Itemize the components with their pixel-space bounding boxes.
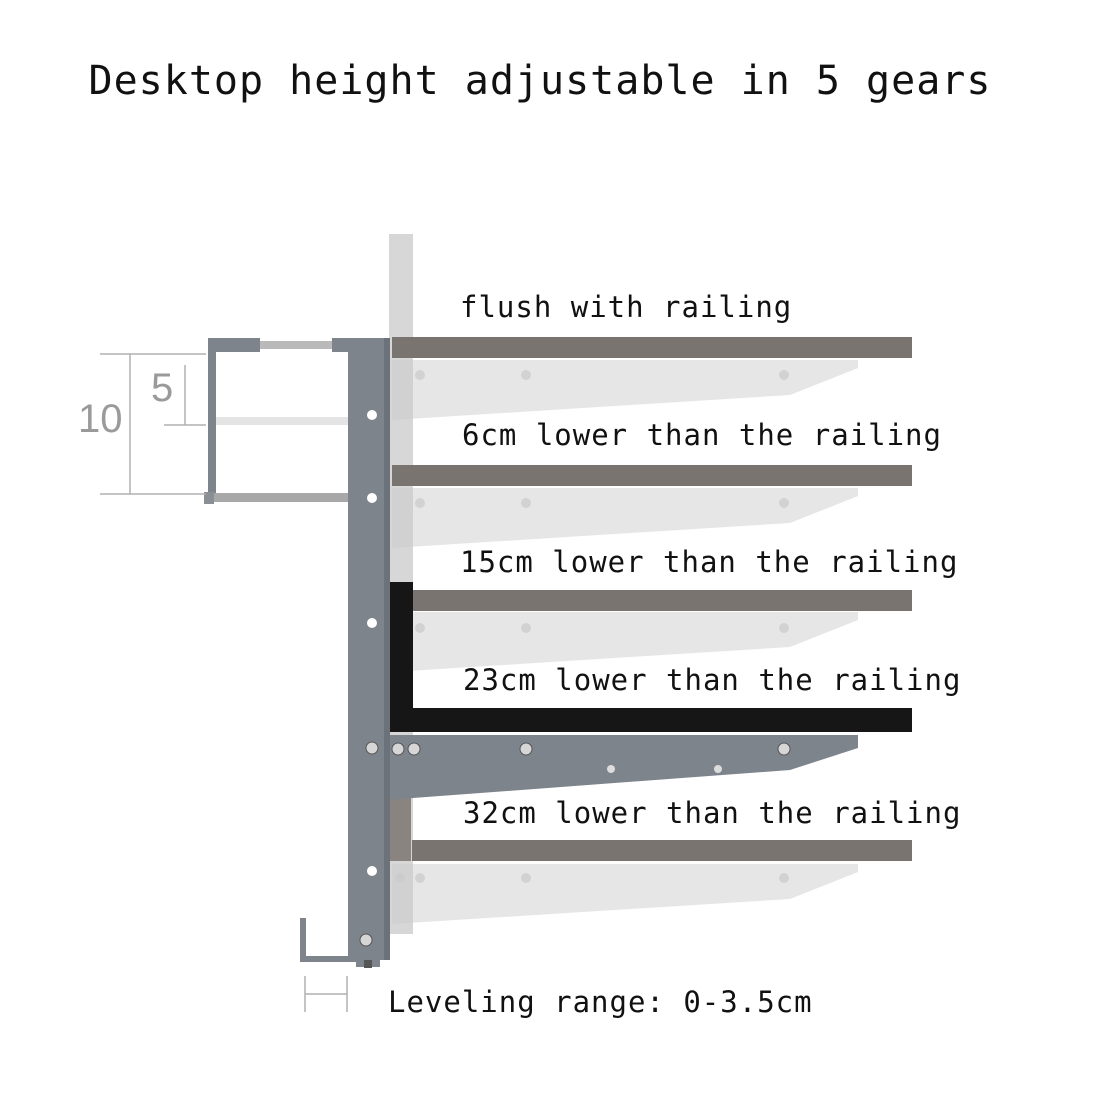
- railing-clamp: [204, 338, 350, 504]
- gray-shelves: [392, 337, 912, 861]
- leveling-range-label: Leveling range: 0-3.5cm: [388, 985, 813, 1019]
- active-bracket-screws: [391, 742, 791, 756]
- shelf-6cm: [392, 465, 912, 486]
- clamp-rod-bottom: [204, 493, 350, 502]
- ghost-support-1: [392, 360, 858, 420]
- shelf-32cm: [412, 840, 912, 861]
- dimension-10-label: 10: [78, 397, 123, 441]
- ghost-support-5: [392, 864, 858, 924]
- diagram-title: Desktop height adjustable in 5 gears: [88, 58, 992, 104]
- shelf-23cm-active: [389, 582, 912, 732]
- shelf-flush: [392, 337, 912, 358]
- clamp-rod-ghost: [216, 417, 348, 425]
- gear-label-23cm: 23cm lower than the railing: [463, 663, 962, 697]
- ghost-supports: [392, 360, 858, 924]
- dimension-5-label: 5: [151, 366, 174, 410]
- vertical-bracket: [348, 338, 390, 968]
- gear-label-32cm: 32cm lower than the railing: [463, 796, 962, 830]
- gear-label-6cm: 6cm lower than the railing: [462, 418, 942, 452]
- shelf-15cm: [412, 590, 912, 611]
- gear-label-15cm: 15cm lower than the railing: [460, 545, 959, 579]
- active-bracket: [386, 735, 858, 800]
- clamp-rod-top: [260, 341, 332, 349]
- ghost-support-2: [392, 488, 858, 548]
- shelf-32cm-upright: [389, 785, 411, 861]
- gear-label-flush: flush with railing: [460, 290, 793, 324]
- clamp-frame: [208, 338, 216, 500]
- ghost-support-3: [392, 612, 858, 672]
- leveling-foot: [300, 918, 358, 962]
- height-dimension-lines: [100, 353, 206, 495]
- leveling-dimension: [304, 976, 348, 1012]
